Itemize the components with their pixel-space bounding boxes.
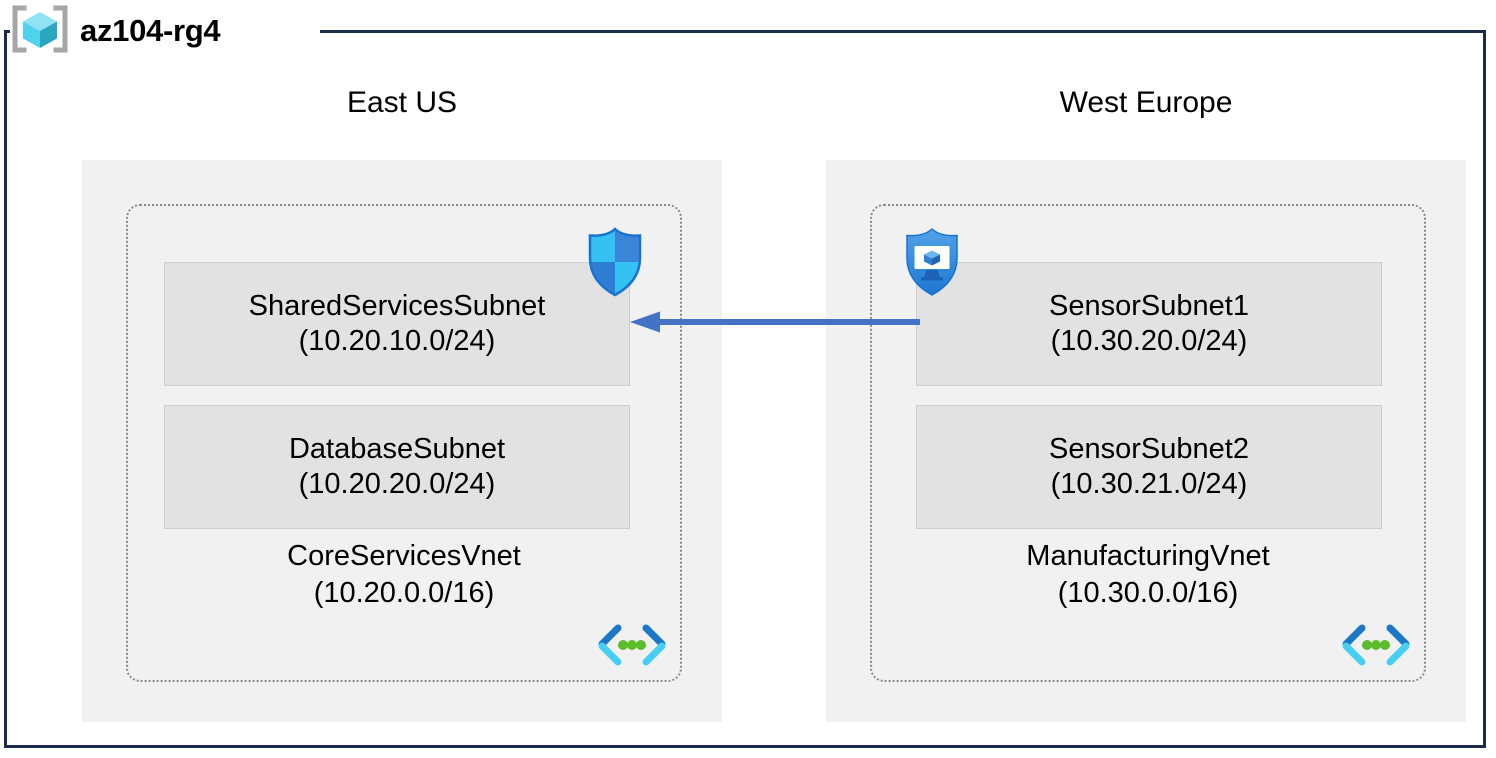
- subnet-name-shared-services: SharedServicesSubnet: [248, 289, 546, 322]
- vnet-name-core-services: CoreServicesVnet: [287, 540, 521, 572]
- subnet-database[interactable]: DatabaseSubnet (10.20.20.0/24): [164, 405, 630, 529]
- subnet-shared-services[interactable]: SharedServicesSubnet (10.20.10.0/24): [164, 262, 630, 386]
- virtual-network-icon: [1340, 623, 1412, 674]
- vnet-cidr-core-services: (10.20.0.0/16): [313, 577, 495, 609]
- resource-group-frame: [4, 30, 1486, 748]
- region-label-east-us: East US: [346, 86, 458, 119]
- vnet-name-manufacturing: ManufacturingVnet: [1026, 540, 1270, 572]
- resource-group-header-background: [10, 8, 320, 54]
- resource-group-header: az104-rg4: [10, 4, 221, 59]
- vnet-peering-arrow: [630, 311, 920, 333]
- vnet-core-services[interactable]: CoreServicesVnet (10.20.0.0/16): [126, 204, 682, 682]
- subnet-sensor-1[interactable]: SensorSubnet1 (10.30.20.0/24): [916, 262, 1382, 386]
- azure-bastion-shield-icon: [899, 226, 965, 303]
- subnet-cidr-sensor-2: (10.30.21.0/24): [1050, 468, 1248, 500]
- region-west-europe: West Europe: [826, 85, 1466, 121]
- vnet-cidr-manufacturing: (10.30.0.0/16): [1057, 577, 1239, 609]
- subnet-cidr-sensor-1: (10.30.20.0/24): [1050, 325, 1248, 357]
- virtual-network-icon: [596, 623, 668, 674]
- azure-firewall-shield-icon: [582, 226, 648, 303]
- region-east-us: East US: [82, 85, 722, 121]
- subnet-cidr-shared-services: (10.20.10.0/24): [298, 325, 496, 357]
- resource-group-cube-icon: [10, 4, 70, 59]
- subnet-sensor-2[interactable]: SensorSubnet2 (10.30.21.0/24): [916, 405, 1382, 529]
- region-label-west-europe: West Europe: [1059, 86, 1233, 119]
- vnet-manufacturing[interactable]: ManufacturingVnet (10.30.0.0/16): [870, 204, 1426, 682]
- subnet-name-sensor-1: SensorSubnet1: [1049, 289, 1249, 322]
- resource-group-name: az104-rg4: [80, 13, 221, 48]
- subnet-name-database: DatabaseSubnet: [288, 432, 506, 465]
- subnet-name-sensor-2: SensorSubnet2: [1049, 432, 1249, 465]
- subnet-cidr-database: (10.20.20.0/24): [298, 468, 496, 500]
